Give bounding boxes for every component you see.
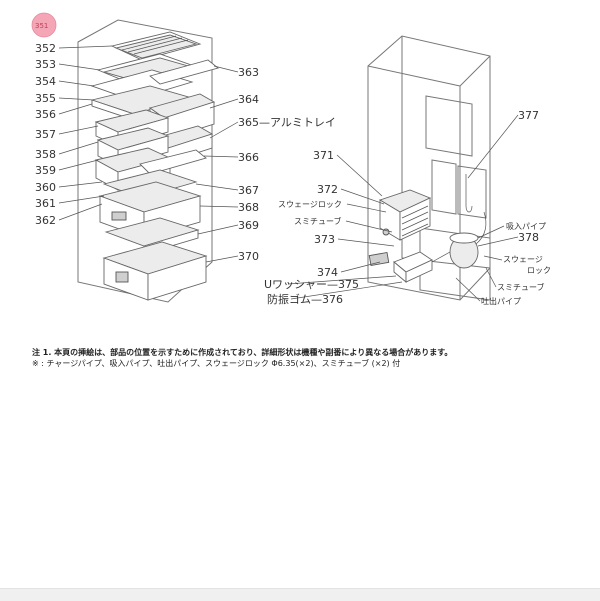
leader-368 <box>199 205 239 208</box>
leader-376 <box>290 281 403 300</box>
callout-352[interactable]: 352 <box>35 42 56 55</box>
callout-365[interactable]: 365—アルミトレイ <box>238 116 336 129</box>
callout-373[interactable]: 373 <box>314 233 335 246</box>
leader-378 <box>477 236 519 247</box>
label-suction-pipe: 吸入パイプ <box>506 222 546 231</box>
leader-355 <box>58 97 95 101</box>
leader-353 <box>58 63 101 71</box>
leader-352 <box>58 45 113 49</box>
leader-358 <box>58 141 99 155</box>
leader-364 <box>209 98 239 109</box>
rear-view-machinery <box>367 35 491 301</box>
callout-355[interactable]: 355 <box>35 92 56 105</box>
left-callout-group: 351 352 353 354 355 356 357 358 359 360 361 362 <box>31 12 113 227</box>
callout-371[interactable]: 371 <box>313 149 334 162</box>
note-line-1: 注 1. 本頁の挿絵は、部品の位置を示すために作成されており、詳細形状は機種や副… <box>32 348 453 357</box>
leader-367 <box>195 183 239 191</box>
callout-363[interactable]: 363 <box>238 66 259 79</box>
leader-366 <box>203 155 239 158</box>
leader-375 <box>287 275 397 285</box>
leader-360 <box>58 181 103 188</box>
back-text-labels: スウェージロック スミチューブ 吸入パイプ スウェージ ロック スミチューブ 吐… <box>278 200 551 306</box>
notes-section: 注 1. 本頁の挿絵は、部品の位置を示すために作成されており、詳細形状は機種や副… <box>32 347 572 369</box>
callout-362[interactable]: 362 <box>35 214 56 227</box>
leader-354 <box>58 80 95 87</box>
callout-357[interactable]: 357 <box>35 128 56 141</box>
label-discharge-pipe: 吐出パイプ <box>481 296 521 306</box>
callout-378[interactable]: 378 <box>518 231 539 244</box>
leader-363 <box>213 65 239 73</box>
callout-366[interactable]: 366 <box>238 151 259 164</box>
right-callout-group: 363 364 365—アルミトレイ 366 367 368 369 370 <box>195 65 336 263</box>
label-sumi-tube-right: スミチューブ <box>497 282 545 292</box>
leader-359 <box>58 159 99 171</box>
part-377-pipe[interactable] <box>465 174 473 213</box>
callout-372[interactable]: 372 <box>317 183 338 196</box>
leader-370 <box>205 255 239 263</box>
part-351-352-top-shelf[interactable] <box>110 31 202 61</box>
callout-360[interactable]: 360 <box>35 181 56 194</box>
callout-358[interactable]: 358 <box>35 148 56 161</box>
part-371-372-condenser[interactable] <box>378 189 432 241</box>
label-sumi-tube-left: スミチューブ <box>294 216 342 226</box>
callout-364[interactable]: 364 <box>238 93 259 106</box>
leader-369 <box>197 224 239 235</box>
highlight-marker-351[interactable] <box>31 12 57 38</box>
cabinet-outline <box>77 19 213 303</box>
callout-370[interactable]: 370 <box>238 250 259 263</box>
callout-369[interactable]: 369 <box>238 219 259 232</box>
callout-351[interactable]: 351 <box>35 22 48 30</box>
leader-356 <box>58 103 93 115</box>
part-366-cover[interactable] <box>139 149 207 175</box>
leader-357 <box>58 125 99 135</box>
callout-374[interactable]: 374 <box>317 266 338 279</box>
leader-372 <box>340 188 385 205</box>
callout-375[interactable]: Uワッシャー—375 <box>264 278 359 291</box>
part-373-374-drain-pan[interactable] <box>368 251 433 283</box>
callout-356[interactable]: 356 <box>35 108 56 121</box>
leader-373 <box>337 238 395 247</box>
part-378-compressor[interactable] <box>431 211 487 269</box>
leader-371 <box>336 154 383 197</box>
part-363-shelf[interactable] <box>149 59 219 85</box>
label-swage-lock-right-2: ロック <box>527 266 551 275</box>
leader-365 <box>209 121 239 139</box>
leader-374 <box>340 261 381 273</box>
callout-368[interactable]: 368 <box>238 201 259 214</box>
leader-361 <box>58 195 105 204</box>
part-370-bottom-case[interactable] <box>102 241 208 301</box>
leader-377 <box>467 114 519 179</box>
callout-361[interactable]: 361 <box>35 197 56 210</box>
callout-353[interactable]: 353 <box>35 58 56 71</box>
leader-362 <box>58 203 103 221</box>
label-swage-lock-left: スウェージロック <box>278 200 342 209</box>
callout-377[interactable]: 377 <box>518 109 539 122</box>
interior-exploded-view <box>77 19 219 303</box>
callout-367[interactable]: 367 <box>238 184 259 197</box>
callout-354[interactable]: 354 <box>35 75 56 88</box>
callout-359[interactable]: 359 <box>35 164 56 177</box>
callout-376[interactable]: 防振ゴム—376 <box>267 292 343 306</box>
label-swage-lock-right-1: スウェージ <box>503 255 543 264</box>
note-line-2: ※ : チャージパイプ、吸入パイプ、吐出パイプ、スウェージロック Φ6.35(×… <box>32 359 401 368</box>
exploded-parts-diagram: 351 352 353 354 355 356 357 358 359 360 361 362 363… <box>31 12 551 306</box>
footer-bar <box>0 588 600 601</box>
